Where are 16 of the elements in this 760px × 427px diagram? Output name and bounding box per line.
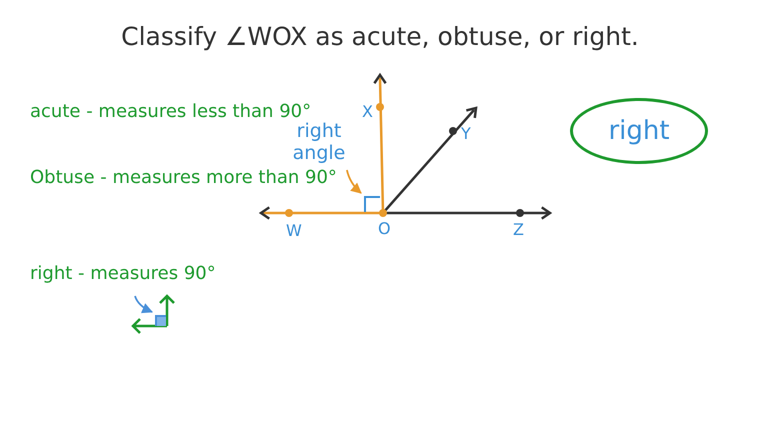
- definition-text: right - measures 90°: [30, 262, 217, 286]
- point-label: Z: [513, 220, 524, 239]
- leader-arrow: [134, 296, 153, 313]
- point-label: X: [362, 102, 373, 121]
- callout-text: right angle: [288, 120, 350, 168]
- point-label: O: [378, 219, 391, 238]
- answer-ellipse: [570, 98, 708, 164]
- point-label: W: [286, 221, 302, 240]
- definition-text: Obtuse - measures more than 90°: [30, 166, 338, 190]
- leader-arrow: [346, 170, 362, 194]
- definition-text: acute - measures less than 90°: [30, 100, 312, 122]
- title: Classify ∠WOX as acute, obtuse, or right.: [120, 22, 640, 51]
- answer-text: right: [608, 116, 670, 146]
- point-label: Y: [461, 124, 471, 143]
- right-angle-mark: [364, 196, 380, 212]
- right-angle-mark: [155, 315, 166, 326]
